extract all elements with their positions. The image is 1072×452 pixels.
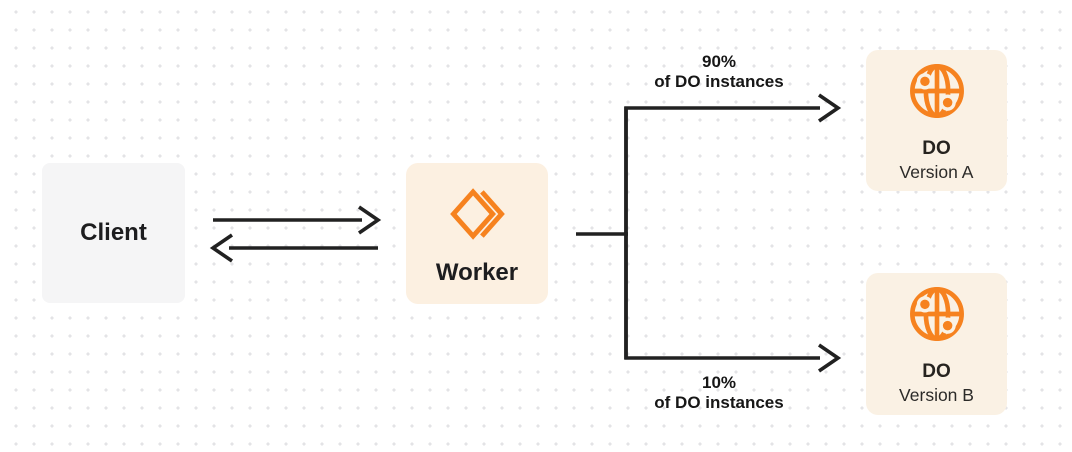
client-node: Client	[42, 163, 185, 303]
do-version-a-title: DO	[922, 138, 951, 159]
do-version-a-node: DO Version A	[866, 50, 1007, 191]
worker-label: Worker	[435, 259, 519, 286]
arrow-to-do-b-head	[817, 343, 842, 373]
edge-label-90-percent-caption: of DO instances	[654, 72, 784, 91]
arrow-to-do-a-head	[817, 93, 842, 123]
split-branch-top	[624, 106, 820, 359]
do-version-b-title: DO	[922, 361, 951, 382]
durable-object-globe-icon	[909, 64, 964, 118]
worker-node: Worker	[406, 163, 548, 304]
arrow-worker-to-client-head	[209, 233, 234, 263]
arrow-client-to-worker-head	[357, 205, 382, 235]
do-version-b-node: DO Version B	[866, 273, 1007, 415]
edge-label-90-percent-value: 90%	[701, 52, 737, 71]
split-branch-bottom	[624, 107, 820, 360]
connector-group	[209, 93, 842, 373]
edge-label-10-percent: 10% of DO instances	[594, 373, 844, 413]
do-version-b-subtitle: Version B	[899, 385, 974, 405]
worker-double-chevron-diamond-icon	[450, 188, 505, 240]
edge-label-10-percent-caption: of DO instances	[654, 393, 784, 412]
edge-label-90-percent: 90% of DO instances	[594, 52, 844, 92]
do-version-a-subtitle: Version A	[899, 162, 974, 182]
durable-object-globe-icon	[909, 287, 964, 341]
client-label: Client	[80, 219, 147, 246]
edge-label-10-percent-value: 10%	[701, 373, 737, 392]
